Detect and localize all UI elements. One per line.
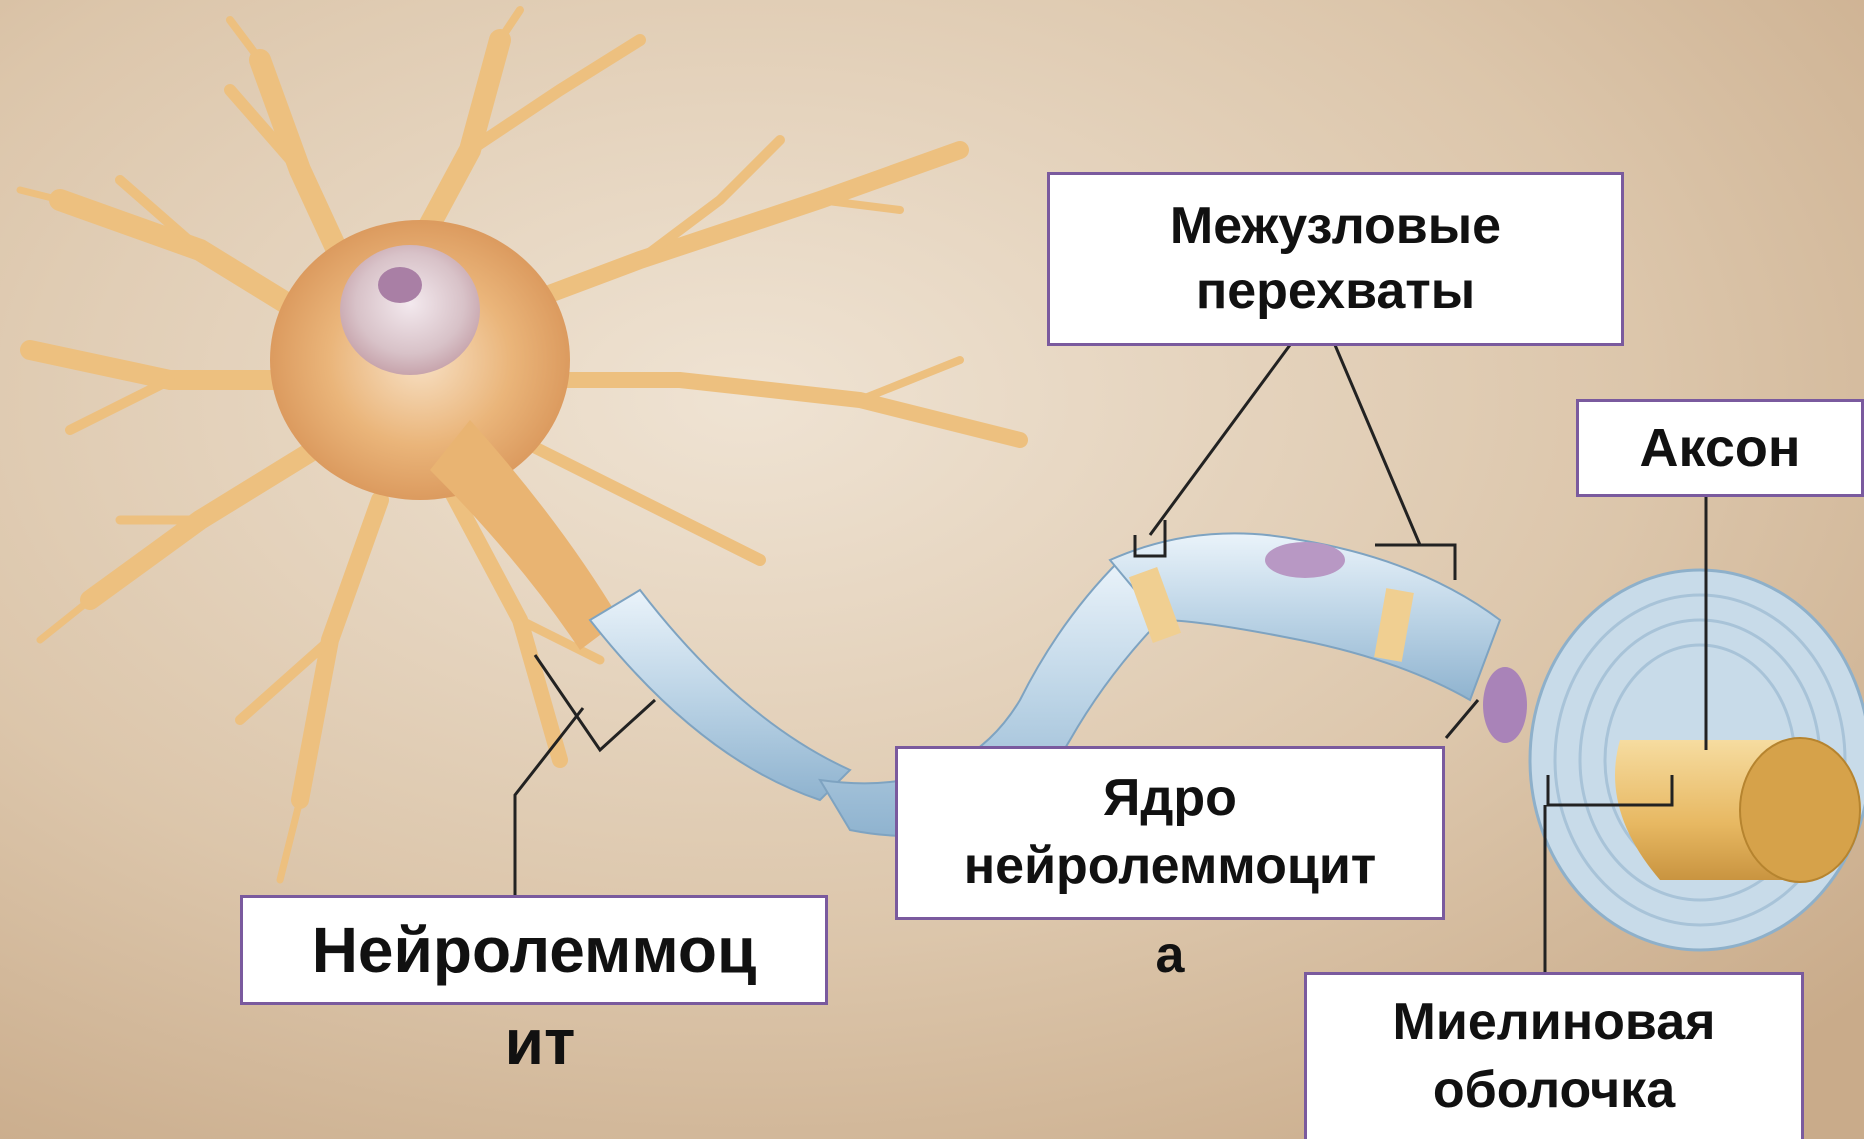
label-nodes-line1: Межузловые [1170,197,1501,255]
label-schwann-nucleus: Ядро нейролеммоцит [895,746,1445,920]
label-nodes-line2: перехваты [1196,262,1475,320]
label-axon-text: Аксон [1640,417,1801,479]
label-schwann-cell: Нейролеммоц [240,895,828,1005]
label-schwann-overflow: ит [470,1005,610,1079]
schwann-nucleus-2 [1483,667,1527,743]
label-axon: Аксон [1576,399,1864,497]
soma-nucleus [340,245,480,375]
label-myelin-sheath: Миелиновая оболочка [1304,972,1804,1139]
label-nodes-of-ranvier: Межузловые перехваты [1047,172,1624,346]
label-schwann-line1: Нейролеммоц [312,913,757,987]
axon-cut-face [1740,738,1860,882]
label-nucleus-line1: Ядро [1103,769,1237,827]
label-nucleus-line2: нейролеммоцит [964,837,1377,895]
label-myelin-line2: оболочка [1433,1061,1675,1119]
nucleolus [378,267,422,303]
label-nucleus-overflow: а [1140,925,1200,985]
label-myelin-line1: Миелиновая [1393,993,1716,1051]
schwann-nucleus-1 [1265,542,1345,578]
